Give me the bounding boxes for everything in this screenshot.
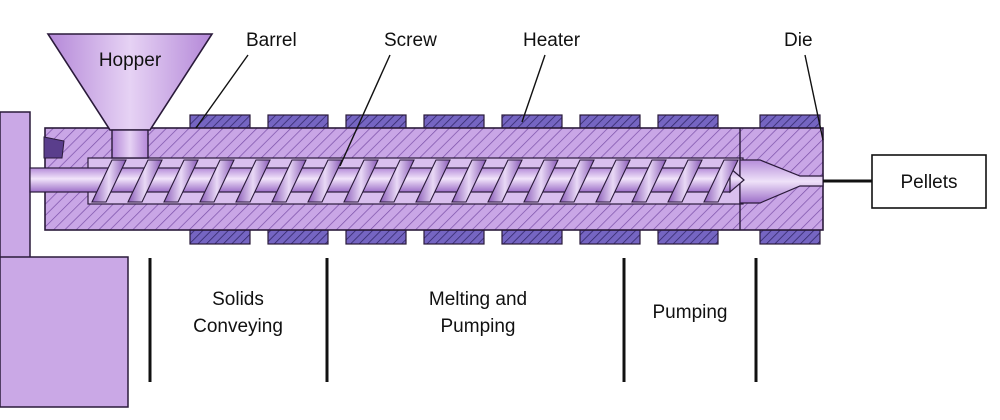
heater-band-bottom: [579, 229, 641, 245]
heater-band-bottom: [759, 229, 821, 245]
screw-label: Screw: [384, 30, 437, 51]
pellets-label: Pellets: [900, 172, 957, 193]
heater-band-bottom: [657, 229, 719, 245]
screw-flight: [343, 159, 379, 203]
screw-flight: [595, 159, 631, 203]
leader-lines: [195, 54, 824, 167]
die-label: Die: [784, 30, 813, 51]
barrel-label: Barrel: [246, 30, 297, 51]
screw-flight: [163, 159, 199, 203]
hopper: [46, 33, 214, 159]
heaters-top: [189, 114, 821, 130]
heater-band-top: [579, 114, 641, 130]
screw-flight: [487, 159, 523, 203]
heater-label: Heater: [523, 30, 581, 51]
screw-flight: [91, 159, 127, 203]
heaters-bottom: [189, 229, 821, 245]
screw-flight: [559, 159, 595, 203]
screw-flight: [271, 159, 307, 203]
zone-melting-line1: Melting and: [429, 289, 527, 310]
zone-solids-line2: Conveying: [193, 316, 283, 337]
heater-band-top: [267, 114, 329, 130]
hopper-label: Hopper: [99, 50, 162, 71]
screw-flight: [667, 159, 703, 203]
screw-flight: [415, 159, 451, 203]
heater-band-top: [345, 114, 407, 130]
screw-flight: [379, 159, 415, 203]
screw-tip: [729, 166, 745, 194]
heater-band-top: [657, 114, 719, 130]
heater-band-top: [189, 114, 251, 130]
zone-dividers: [148, 258, 758, 382]
screw-flight: [235, 159, 271, 203]
heater-band-top: [759, 114, 821, 130]
screw-flight: [451, 159, 487, 203]
screw-flight: [523, 159, 559, 203]
heater-band-top: [423, 114, 485, 130]
zone-pumping: Pumping: [653, 302, 728, 323]
feed-port: [43, 136, 65, 159]
heater-band-bottom: [501, 229, 563, 245]
zone-melting-line2: Pumping: [441, 316, 516, 337]
drive-housing: [0, 111, 129, 408]
screw-flights: [91, 159, 739, 203]
die-cone: [739, 159, 824, 204]
heater-band-top: [501, 114, 563, 130]
zone-solids-line1: Solids: [212, 289, 264, 310]
heater-band-bottom: [189, 229, 251, 245]
screw-flight: [199, 159, 235, 203]
pellets-box: [871, 154, 987, 209]
screw-flight: [703, 159, 739, 203]
screw-flight: [631, 159, 667, 203]
heater-band-bottom: [267, 229, 329, 245]
heater-band-bottom: [345, 229, 407, 245]
heater-band-bottom: [423, 229, 485, 245]
screw-flight: [127, 159, 163, 203]
